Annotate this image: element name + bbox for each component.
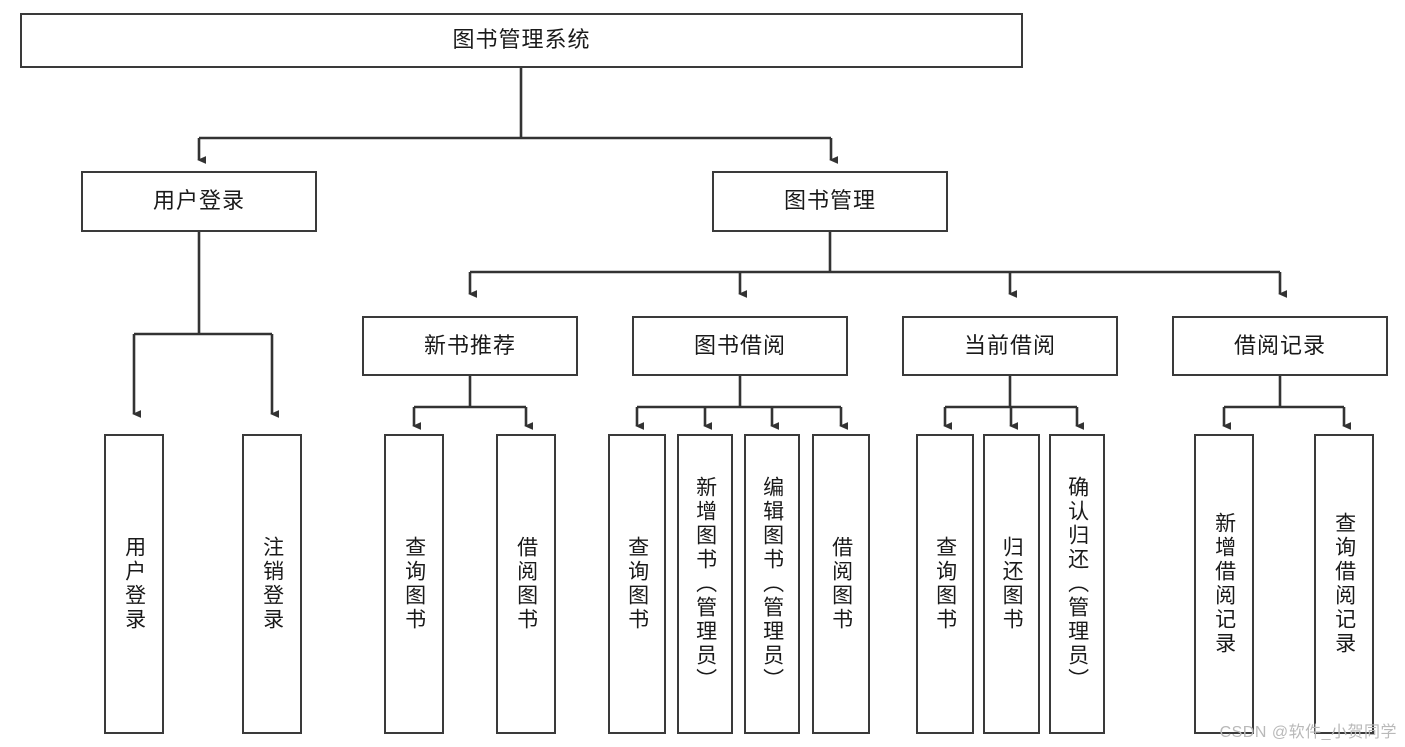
node-root-label: 图书管理系统 [452,27,591,53]
leaf-logout[interactable]: 注销登录 [242,434,302,734]
leaf-query-book-recommend[interactable]: 查询图书 [384,434,444,734]
node-book-management-label: 图书管理 [783,188,876,214]
leaf-return-book-label: 归还图书 [1000,536,1024,632]
leaf-edit-book-admin[interactable]: 编辑图书（管理员） [744,434,800,734]
leaf-add-book-admin[interactable]: 新增图书（管理员） [677,434,733,734]
node-new-book-recommend-label: 新书推荐 [423,332,516,358]
node-root[interactable]: 图书管理系统 [20,13,1023,68]
node-new-book-recommend[interactable]: 新书推荐 [362,316,578,376]
leaf-confirm-return-admin-label: 确认归还（管理员） [1065,476,1089,692]
leaf-query-book-recommend-label: 查询图书 [402,536,426,632]
leaf-query-book-current[interactable]: 查询图书 [916,434,974,734]
leaf-add-borrow-record-label: 新增借阅记录 [1212,512,1236,656]
node-book-borrow[interactable]: 图书借阅 [632,316,848,376]
leaf-add-borrow-record[interactable]: 新增借阅记录 [1194,434,1254,734]
leaf-query-book-borrow[interactable]: 查询图书 [608,434,666,734]
watermark: CSDN @软件_小贺同学 [1219,724,1397,741]
leaf-borrow-book-label: 借阅图书 [829,536,853,632]
leaf-borrow-book-recommend-label: 借阅图书 [514,536,538,632]
leaf-add-book-admin-label: 新增图书（管理员） [693,476,717,692]
leaf-logout-label: 注销登录 [260,536,284,632]
leaf-edit-book-admin-label: 编辑图书（管理员） [760,476,784,692]
leaf-borrow-book[interactable]: 借阅图书 [812,434,870,734]
node-current-borrow[interactable]: 当前借阅 [902,316,1118,376]
leaf-user-login[interactable]: 用户登录 [104,434,164,734]
leaf-query-borrow-record[interactable]: 查询借阅记录 [1314,434,1374,734]
node-user-login[interactable]: 用户登录 [81,171,317,232]
node-book-borrow-label: 图书借阅 [693,332,786,358]
leaf-query-borrow-record-label: 查询借阅记录 [1332,512,1356,656]
leaf-query-book-borrow-label: 查询图书 [625,536,649,632]
leaf-user-login-label: 用户登录 [122,536,146,632]
leaf-return-book[interactable]: 归还图书 [983,434,1040,734]
node-borrow-record-label: 借阅记录 [1233,332,1326,358]
leaf-query-book-current-label: 查询图书 [933,536,957,632]
node-book-management[interactable]: 图书管理 [712,171,948,232]
node-borrow-record[interactable]: 借阅记录 [1172,316,1388,376]
leaf-confirm-return-admin[interactable]: 确认归还（管理员） [1049,434,1105,734]
node-current-borrow-label: 当前借阅 [963,332,1056,358]
leaf-borrow-book-recommend[interactable]: 借阅图书 [496,434,556,734]
node-user-login-label: 用户登录 [152,188,245,214]
